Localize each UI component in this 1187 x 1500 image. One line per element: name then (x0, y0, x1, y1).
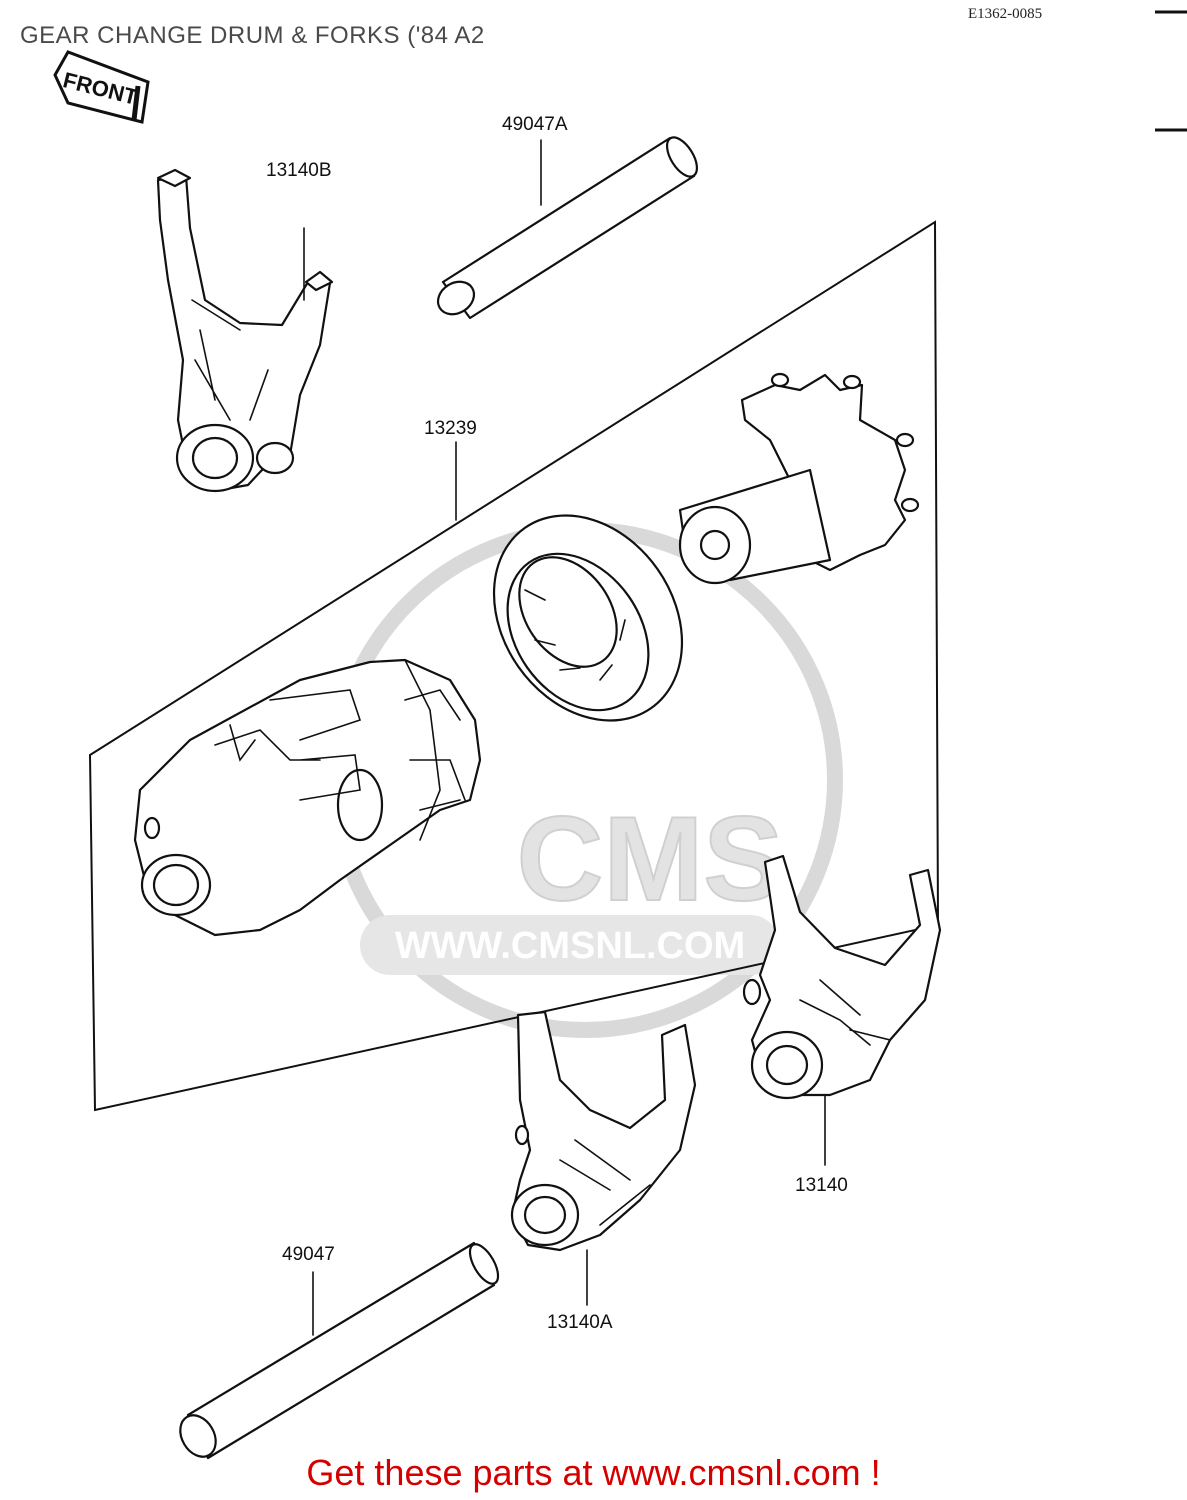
fork-right (742, 854, 942, 1166)
front-arrow-icon: FRONT (53, 50, 150, 124)
part-label-49047: 49047 (282, 1244, 335, 1265)
bearing (492, 514, 684, 722)
part-label-49047a: 49047A (502, 114, 568, 135)
part-label-13140: 13140 (795, 1175, 848, 1196)
drum-pin-plate (678, 372, 920, 585)
part-label-13140b: 13140B (266, 160, 332, 181)
part-label-13140a: 13140A (547, 1312, 613, 1333)
shaft-upper (436, 136, 699, 320)
cms-watermark: CMS WWW.CMSNL.COM (327, 522, 843, 1038)
gear-change-drum (133, 658, 482, 937)
diagram-title: GEAR CHANGE DRUM & FORKS ('84 A2 (20, 22, 485, 49)
watermark-brand: CMS (517, 792, 784, 926)
diagram-code: E1362-0085 (968, 6, 1043, 22)
part-label-13239: 13239 (424, 418, 477, 439)
footer-promo-link[interactable]: Get these parts at www.cmsnl.com ! (306, 1452, 881, 1493)
shaft-lower (179, 1241, 500, 1460)
fork-lower-middle (510, 1010, 697, 1306)
watermark-url: WWW.CMSNL.COM (395, 925, 745, 967)
fork-upper-left (156, 168, 334, 493)
